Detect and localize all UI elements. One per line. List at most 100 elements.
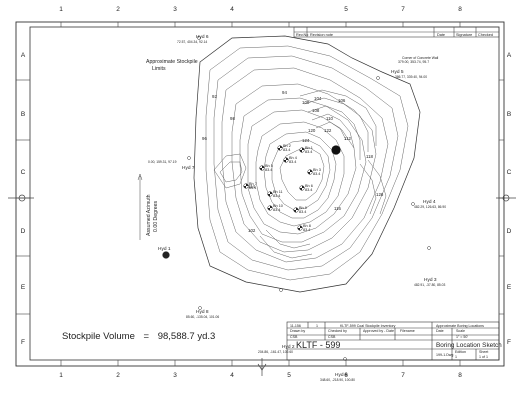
hydrant-6-coords: 72.57, 404.34, 92.14: [177, 40, 207, 44]
revision-block: [293, 26, 500, 38]
boring-bh-5-label: Bh 5: [265, 164, 273, 168]
contour-spur-east-2: [359, 163, 377, 215]
boring-bh-8-elev: 83.4: [303, 228, 310, 232]
title-checked-label: Checked by: [328, 329, 347, 333]
col-label-bottom-6: 6: [344, 372, 348, 379]
hydrant-2-coords: 204.86, -161.47, 102.60: [258, 350, 293, 354]
boring-symbols: [243, 145, 313, 231]
title-ref: 11-156: [290, 324, 301, 328]
boring-bh-2-elev: 83.4: [283, 148, 290, 152]
contour-label-92: 92: [212, 94, 217, 99]
hydrant-5-coords: 386.77, 339.40, 94.00: [395, 75, 427, 79]
hydrant-3-label: Hyd 3: [424, 277, 437, 283]
boring-bh-2-label: Bh 2: [283, 144, 291, 148]
contour-label-104: 104: [314, 96, 322, 101]
boring-bh-7-label: Bh 7: [249, 182, 257, 186]
contour-120: [279, 147, 325, 201]
contour-label-124: 124: [302, 138, 310, 143]
col-label-top-7: 7: [401, 6, 405, 13]
title-edition-value: 1: [455, 355, 457, 359]
title-project: KLTF-599 Coal Stockpile Inventory: [340, 324, 396, 328]
revision-notes-label: Revision note: [310, 33, 333, 37]
title-filename-value: 199-1.Dwg: [436, 353, 453, 357]
contour-label-118: 118: [366, 154, 374, 159]
col-label-top-8: 8: [458, 6, 462, 13]
row-label-left-a: A: [21, 52, 26, 59]
contour-spur-east: [367, 159, 387, 215]
contour-west-lobe-2: [219, 161, 243, 183]
title-scale-value: 1" = 50': [456, 335, 468, 339]
boring-bh-9-symbol: [293, 207, 299, 213]
title-approved-label: Approved by - Date: [363, 329, 394, 333]
hydrant-7-coords: 0.00, 159.31, 97.19: [148, 160, 177, 164]
row-label-left-c: C: [21, 169, 26, 176]
contour-ridge-north-4: [311, 113, 355, 149]
title-rev: 1: [316, 324, 318, 328]
contour-96: [221, 67, 389, 263]
title-edition-label: Edition: [455, 350, 466, 354]
col-label-bottom-2: 2: [116, 372, 120, 379]
contour-ridge-north-3: [307, 105, 361, 160]
boring-bh-6-symbol: [299, 185, 305, 191]
boring-bh-9-elev: 83.4: [299, 210, 306, 214]
contour-94: [213, 55, 399, 271]
stockpile-volume-equals: =: [143, 331, 150, 342]
hydrant-4-label: Hyd 4: [423, 199, 436, 205]
contour-112: [263, 131, 337, 219]
contour-label-110: 110: [326, 116, 334, 121]
revision-checked-label: Checked: [478, 33, 493, 37]
boring-bh-6-elev: 83.4: [305, 188, 312, 192]
hydrant-8-coords: 85.60, -135.04, 101.06: [186, 315, 219, 319]
boring-bh-9-label: Bh 9: [299, 206, 307, 210]
title-sheet-value: 1 of 1: [479, 355, 488, 359]
stockpile-limits-label-1: Approximate Stockpile: [146, 59, 198, 65]
title-drawn-label: Drawn by: [290, 329, 305, 333]
title-sketch: Boring Location Sketch: [436, 342, 502, 349]
hydrant-4-coords: 482.29, 126.63, 86.90: [414, 205, 446, 209]
boring-bh-4-elev: 83.4: [289, 160, 296, 164]
boring-bh-8-label: Bh 8: [303, 224, 311, 228]
boring-bh-7-symbol: [243, 183, 249, 189]
boring-bh-3-label: Bh 3: [313, 168, 321, 172]
stockpile-volume-label: Stockpile Volume: [62, 331, 135, 342]
col-label-bottom-3: 3: [173, 372, 177, 379]
contour-label-112: 112: [344, 136, 352, 141]
boring-bh-1-label: Bh 1: [305, 146, 313, 150]
title-kltf: KLTF - 599: [296, 340, 340, 350]
title-checked-value: CSB: [328, 335, 336, 339]
col-label-top-2: 2: [116, 6, 120, 13]
title-sheet-label: Sheet: [479, 350, 488, 354]
col-label-bottom-5: 5: [287, 372, 291, 379]
stockpile-limits-label-2: Limits: [152, 66, 166, 72]
title-drawn-value: CSB: [290, 335, 298, 339]
contour-ridge-north-2: [303, 97, 369, 152]
col-label-bottom-4: 4: [230, 372, 234, 379]
title-filename-label: Filename: [400, 329, 415, 333]
revision-date-label: Date: [437, 33, 445, 37]
hydrant-5-label: Hyd 5: [391, 69, 404, 75]
contour-label-116: 116: [334, 206, 342, 211]
title-date-label: Date: [436, 329, 444, 333]
col-label-bottom-7: 7: [401, 372, 405, 379]
azimuth-arrow-head: [137, 173, 143, 181]
corner-note-line-2: 379.00, 353.74, 95.7: [398, 60, 429, 64]
contour-label-102: 102: [248, 228, 256, 233]
contour-ridge-north-5: [315, 121, 347, 141]
contour-spur-south-2: [265, 229, 311, 249]
boring-bh-8-symbol: [297, 225, 303, 231]
contour-92: [205, 45, 409, 281]
col-label-bottom-1: 1: [59, 372, 63, 379]
azimuth-label-1: Assumed Azimuth: [146, 194, 152, 236]
boring-bh-1-elev: 83.4: [305, 150, 312, 154]
outer-border: [15, 21, 505, 367]
boring-bh-10-label: Bh 10: [273, 204, 283, 208]
contour-label-96: 96: [202, 136, 207, 141]
row-label-right-a: A: [507, 52, 512, 59]
boring-bh-2-symbol: [277, 145, 283, 151]
revision-rev-label: Rev.No: [296, 33, 308, 37]
contour-label-114: 114: [248, 184, 256, 189]
row-label-right-d: D: [507, 228, 512, 235]
boring-bh-4-label: Bh 4: [289, 156, 297, 160]
title-scale-label: Scale: [456, 329, 465, 333]
row-label-right-c: C: [507, 169, 512, 176]
